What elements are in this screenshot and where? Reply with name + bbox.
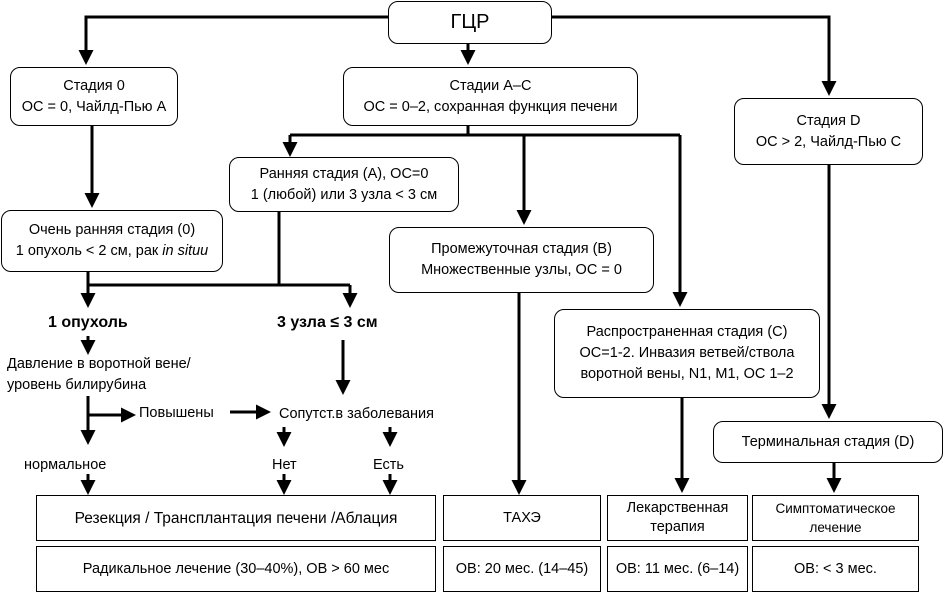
resection-label: Резекция / Трансплантация печени /Аблаци… (74, 509, 398, 527)
advanced-stage-criteria-2: воротной вены, N1, M1, ОС 1–2 (580, 366, 794, 382)
stage-a-c-criteria: ОС = 0–2, сохранная функция печени (363, 98, 618, 115)
three-nodes-label: 3 узла ≤ 3 см (277, 314, 378, 331)
stage-a-c-title: Стадии А–С (449, 77, 532, 94)
early-stage-title: Ранняя стадия (А), ОС=0 (259, 165, 429, 182)
portal-pressure-label-2: уровень билирубина (7, 377, 147, 393)
early-stage-box: Ранняя стадия (А), ОС=0 1 (любой) или 3 … (229, 157, 459, 212)
intermediate-stage-box: Промежуточная стадия (В) Множественные у… (389, 227, 654, 293)
drug-therapy-label-1: Лекарственная (626, 500, 729, 516)
root-node-hcc: ГЦР (388, 1, 552, 44)
drug-outcome-box: ОВ: 11 мес. (6–14) (607, 546, 748, 592)
resection-transplant-ablation-box: Резекция / Трансплантация печени /Аблаци… (36, 495, 436, 541)
yes-label: Есть (373, 457, 404, 473)
comorbid-label: Сопутст.в заболевания (279, 406, 435, 422)
stage-a-c-box: Стадии А–С ОС = 0–2, сохранная функция п… (343, 67, 638, 126)
early-stage-criteria: 1 (любой) или 3 узла < 3 см (250, 186, 438, 203)
drug-therapy-label-2: терапия (650, 519, 705, 535)
symptomatic-label-1: Симптоматическое (775, 501, 896, 516)
no-label: Нет (272, 457, 297, 473)
stage-d-box: Стадия D ОС > 2, Чайлд-Пью С (734, 98, 923, 165)
very-early-criteria-text: 1 опухоль < 2 см, рак (15, 243, 163, 259)
stage-d-title: Стадия D (796, 112, 861, 129)
in-situ-text: in situu (162, 243, 209, 259)
very-early-stage-criteria: 1 опухоль < 2 см, рак in situu (16, 241, 208, 262)
connector-root-stage0 (78, 15, 388, 65)
elevated-label: Повышены (139, 405, 214, 421)
tace-outcome-label: ОВ: 20 мес. (14–45) (455, 560, 589, 577)
symptomatic-treatment-box: Симптоматическое лечение (752, 495, 919, 541)
tace-label: ТАХЭ (503, 509, 541, 526)
stage-0-box: Стадия 0 ОС = 0, Чайлд-Пью А (10, 67, 178, 126)
symptomatic-outcome-box: ОВ: < 3 мес. (752, 546, 919, 592)
tace-outcome-box: ОВ: 20 мес. (14–45) (443, 546, 601, 592)
stage-0-criteria: ОС = 0, Чайлд-Пью А (21, 98, 167, 115)
intermediate-stage-title: Промежуточная стадия (В) (431, 241, 612, 257)
advanced-stage-criteria-1: ОС=1-2. Инвазия ветвей/ствола (579, 345, 795, 361)
root-label: ГЦР (450, 11, 490, 33)
connector-root-stageD (552, 15, 837, 96)
stage-0-title: Стадия 0 (63, 77, 125, 94)
intermediate-stage-criteria: Множественные узлы, ОС = 0 (421, 262, 622, 278)
terminal-stage-title: Терминальная стадия (D) (741, 433, 915, 450)
tace-box: ТАХЭ (443, 495, 601, 541)
terminal-stage-box: Терминальная стадия (D) (713, 421, 943, 463)
drug-therapy-box: Лекарственная терапия (607, 495, 748, 541)
drug-outcome-label: ОВ: 11 мес. (6–14) (615, 560, 740, 577)
stage-d-criteria: ОС > 2, Чайлд-Пью С (755, 133, 902, 150)
symptomatic-label-2: лечение (809, 520, 862, 535)
radical-outcome-box: Радикальное лечение (30–40%), ОВ > 60 ме… (36, 546, 436, 592)
one-tumor-label: 1 опухоль (48, 314, 128, 331)
advanced-stage-box: Распространенная стадия (С) ОС=1-2. Инва… (554, 309, 820, 398)
very-early-stage-title: Очень ранняя стадия (0) (28, 222, 196, 238)
normal-label: нормальное (24, 457, 107, 473)
radical-outcome-label: Радикальное лечение (30–40%), ОВ > 60 ме… (82, 560, 390, 577)
very-early-stage-box: Очень ранняя стадия (0) 1 опухоль < 2 см… (1, 210, 223, 272)
advanced-stage-title: Распространенная стадия (С) (586, 324, 788, 340)
portal-pressure-label-1: Давление в воротной вене/ (7, 356, 191, 372)
symptomatic-outcome-label: ОВ: < 3 мес. (794, 560, 877, 577)
